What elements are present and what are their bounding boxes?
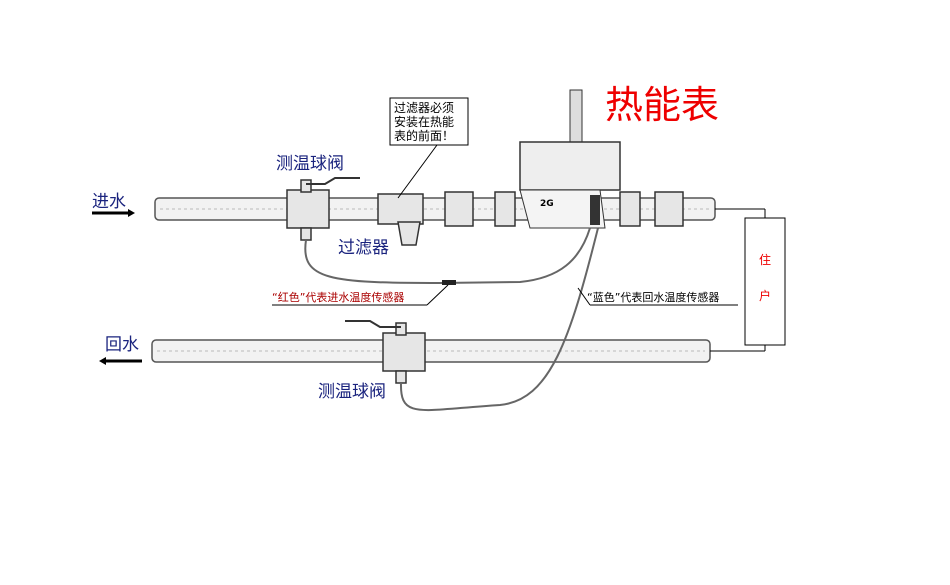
union-nut (494, 191, 516, 227)
meter-brand: 2G (540, 199, 554, 209)
filter-note-line: 表的前面！ (394, 128, 454, 143)
household-label: 户 (759, 288, 771, 303)
inlet-arrow-icon (92, 209, 135, 217)
inlet-label: 进水 (92, 192, 126, 212)
union-nut (619, 191, 641, 227)
filter (377, 193, 424, 246)
diagram-title: 热能表 (605, 83, 719, 127)
filter-label: 过滤器 (338, 238, 389, 258)
return-label: 回水 (105, 335, 139, 355)
ball-valve-top-label: 测温球阀 (276, 154, 344, 174)
coupling (444, 191, 474, 227)
return-pipe (151, 339, 711, 363)
heat-meter: 2G (519, 89, 621, 229)
return-arrow-icon (99, 357, 142, 365)
return-sensor-cable (399, 227, 599, 412)
household-box: 住 户 (710, 208, 786, 352)
ball-valve-bottom-label: 测温球阀 (318, 382, 386, 402)
filter-note-box: 过滤器必须 安装在热能 表的前面！ (389, 97, 469, 199)
household-label: 住 (759, 253, 771, 267)
filter-note-line: 过滤器必须 (394, 101, 454, 115)
red-sensor-note: “红色”代表进水温度传感器 (272, 290, 404, 304)
blue-sensor-note: “蓝色”代表回水温度传感器 (587, 290, 719, 304)
supply-sensor-cable (304, 227, 591, 285)
coupling (654, 191, 684, 227)
filter-note-line: 安装在热能 (394, 114, 454, 129)
ball-valve-bottom (345, 320, 426, 384)
